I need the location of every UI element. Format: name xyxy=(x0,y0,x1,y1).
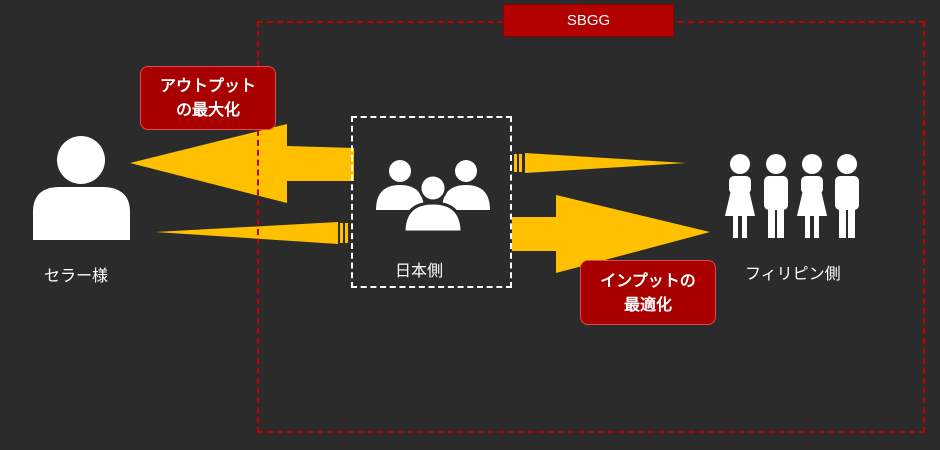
philippines-side-label: フィリピン側 xyxy=(745,264,841,283)
man-figure-icon xyxy=(764,154,788,238)
callout-output-line2: の最大化 xyxy=(175,100,240,119)
callout-input-line2: 最適化 xyxy=(623,294,672,314)
man-figure-icon xyxy=(835,154,859,238)
japan-side-box xyxy=(351,116,512,288)
japan-side-label: 日本側 xyxy=(395,261,444,280)
arrow-seller-to-japan-stripe xyxy=(345,223,348,243)
sbgg-label: SBGG xyxy=(503,4,674,37)
callout-maximize-output: アウトプット の最大化 xyxy=(140,66,276,130)
person-icon xyxy=(33,136,130,240)
woman-figure-icon xyxy=(797,154,827,238)
woman-figure-icon xyxy=(725,154,755,238)
arrow-seller-to-japan xyxy=(155,222,348,244)
callout-input-line1: インプットの xyxy=(600,270,696,290)
arrow-output-body xyxy=(130,124,354,203)
arrow-input-body xyxy=(512,195,710,273)
group-icon xyxy=(376,160,490,234)
arrow-seller-to-japan-body xyxy=(155,222,338,244)
arrow-philippines-to-japan-body xyxy=(525,153,686,173)
callout-output-line1: アウトプット xyxy=(159,76,256,95)
arrow-input-to-philippines xyxy=(512,195,710,273)
arrow-philippines-to-japan-stripe xyxy=(514,154,517,172)
arrow-philippines-to-japan-stripe xyxy=(519,154,522,172)
arrow-seller-to-japan-stripe xyxy=(340,223,343,243)
arrow-philippines-to-japan xyxy=(514,153,686,173)
callout-optimize-input: インプットの 最適化 xyxy=(580,260,716,325)
people-row-icon xyxy=(725,154,859,238)
seller-label: セラー様 xyxy=(44,266,109,285)
arrow-output-to-seller xyxy=(130,124,354,203)
